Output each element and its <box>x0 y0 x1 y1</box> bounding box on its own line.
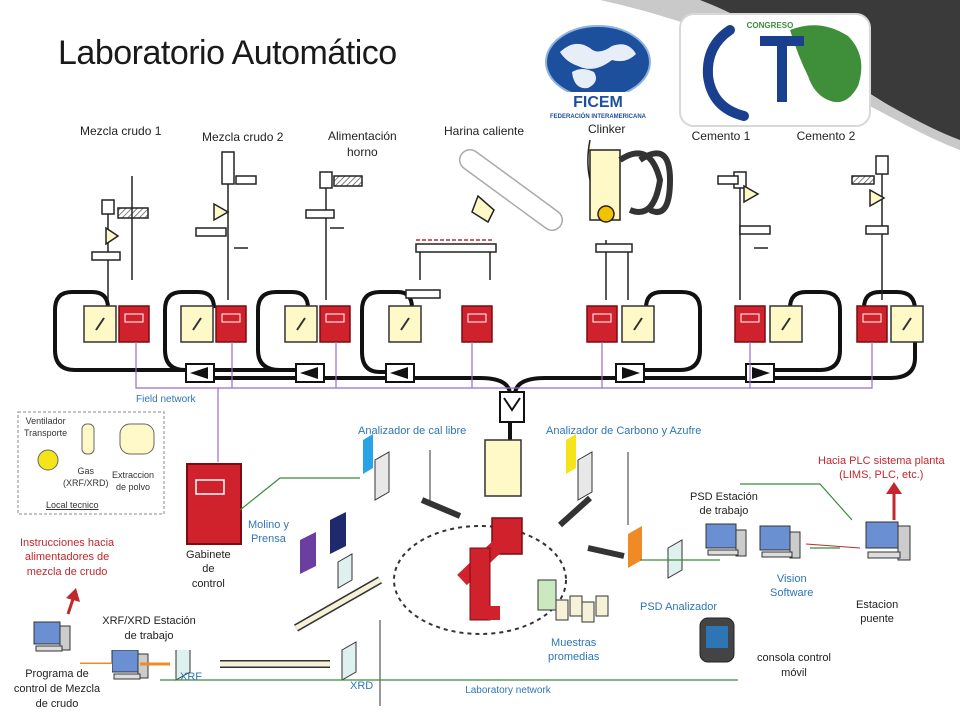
gas-xrf-xrd-label: Gas (XRF/XRD) <box>63 466 109 488</box>
local-tecnico-title: Local tecnico <box>46 500 99 510</box>
extraccion-polvo-label: Extraccion de polvo <box>112 470 155 492</box>
programa-control-label: Programa de control de Mezcla de crudo <box>2 664 112 721</box>
analizador-cal-libre-label: Analizador de cal libre <box>358 425 467 437</box>
lab-equipment <box>175 434 683 706</box>
gabinete-control-label: Gabinete de control <box>186 549 231 590</box>
sampling-stations <box>91 139 889 300</box>
instrucciones-alimentadores-label: Instrucciones hacia alimentadores de mez… <box>20 537 115 578</box>
xrf-label: XRF <box>180 671 202 683</box>
psd-estacion-trabajo-label: PSD Estación de trabajo <box>690 491 758 518</box>
psd-analizador-label: PSD Analizador <box>640 601 718 613</box>
hacia-plc-label: Hacia PLC sistema planta (LIMS, PLC, etc… <box>818 455 945 482</box>
field-network-label: Field network <box>136 394 196 405</box>
sampler-units <box>83 305 924 343</box>
local-tecnico-box <box>17 411 165 515</box>
analizador-carbono-azufre-label: Analizador de Carbono y Azufre <box>546 425 702 437</box>
field-network-lines <box>135 342 873 462</box>
station-mezcla-crudo-1-label: Mezcla crudo 1 <box>80 124 162 138</box>
station-cemento-1-label: Cemento 1 <box>684 127 758 145</box>
xrf-xrd-estacion-label: XRF/XRD Estación de trabajo <box>90 611 208 650</box>
consola-control-movil-label: consola control móvil <box>738 648 850 689</box>
ventilador-transporte-label: Ventilador Transporte <box>24 416 68 438</box>
ficem-logo: FICEM FEDERACIÓN INTERAMERICANA <box>545 25 652 120</box>
xrd-label: XRD <box>350 680 374 692</box>
station-clinker-label: Clinker <box>588 122 626 136</box>
laboratory-network-label: Laboratory network <box>428 682 588 700</box>
background-swoosh <box>600 0 960 150</box>
muestras-promedias-label: Muestras promedias <box>548 637 600 664</box>
molino-prensa-label: Molino y Prensa <box>248 519 289 546</box>
page-title: Laboratorio Automático <box>58 34 397 72</box>
pipe-valves <box>185 363 775 423</box>
station-alimentacion-horno-label: Alimentación horno <box>328 129 397 159</box>
ficem-text: FICEM <box>573 94 623 111</box>
ficem-subtext: FEDERACIÓN INTERAMERICANA <box>550 112 647 120</box>
gabinete-control <box>186 463 242 545</box>
station-mezcla-crudo-2-label: Mezcla crudo 2 <box>202 130 284 144</box>
ct-congress-logo: CONGRESO <box>679 13 871 127</box>
station-harina-caliente-label: Harina caliente <box>444 124 525 138</box>
congreso-text: CONGRESO <box>747 21 794 30</box>
vision-software-label: Vision Software <box>770 573 814 600</box>
estacion-puente-label: Estacion puente <box>856 599 899 626</box>
workstations <box>33 521 911 680</box>
station-cemento-2-label: Cemento 2 <box>790 127 862 145</box>
